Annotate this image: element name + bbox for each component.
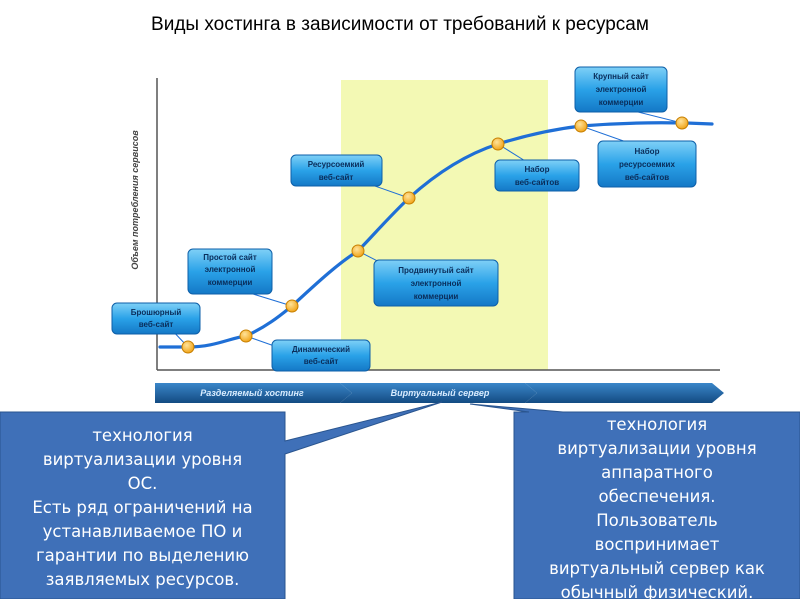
callout-line: обеспечения.	[598, 487, 716, 506]
callout-line: устанавливаемое ПО и	[42, 522, 243, 541]
svg-text:Динамический: Динамический	[292, 345, 350, 354]
callout-line: технология	[606, 415, 708, 434]
callout-line: виртуальный сервер как	[549, 559, 765, 578]
svg-text:веб-сайтов: веб-сайтов	[515, 178, 559, 187]
callout-line: Пользователь	[596, 511, 718, 530]
svg-text:веб-сайт: веб-сайт	[139, 320, 174, 329]
stage-arrow-dedicated	[525, 383, 724, 403]
svg-text:электронной: электронной	[596, 85, 647, 94]
label-simple-ecommerce: Простой сайт электронной коммерции	[187, 248, 273, 295]
svg-text:Продвинутый сайт: Продвинутый сайт	[398, 266, 474, 275]
svg-text:Ресурсоемкий: Ресурсоемкий	[308, 160, 365, 169]
callout-line: виртуализации уровня	[42, 450, 243, 469]
curve-point	[402, 191, 416, 205]
callout-line: заявляемых ресурсов.	[45, 570, 240, 589]
svg-text:веб-сайтов: веб-сайтов	[625, 173, 669, 182]
callout-line	[0, 400, 285, 424]
callout-line: обычный физический.	[560, 583, 754, 599]
label-website-set: Набор веб-сайтов	[494, 159, 580, 192]
label-resource-heavy-site: Ресурсоемкий веб-сайт	[290, 154, 383, 187]
svg-text:Простой сайт: Простой сайт	[203, 253, 257, 262]
callout-line: гарантии по выделению	[36, 546, 249, 565]
curve-point	[491, 137, 505, 151]
svg-text:веб-сайт: веб-сайт	[319, 173, 354, 182]
svg-text:электронной: электронной	[411, 279, 462, 288]
svg-text:веб-сайт: веб-сайт	[304, 357, 339, 366]
callout-line: воспринимает	[594, 535, 720, 554]
callout-line: виртуализации уровня	[557, 439, 757, 458]
stage-label-virtual: Виртуальный сервер	[391, 388, 490, 398]
callout-line: аппаратного	[601, 463, 713, 482]
curve-point	[181, 340, 195, 354]
curve-point	[675, 116, 689, 130]
stage-label-shared: Разделяемый хостинг	[200, 388, 304, 398]
callout-line: Есть ряд ограничений на	[32, 498, 253, 517]
curve-point	[351, 244, 365, 258]
svg-text:Брошюрный: Брошюрный	[131, 308, 182, 317]
label-dynamic-site: Динамический веб-сайт	[271, 339, 371, 372]
svg-text:коммерции: коммерции	[208, 278, 253, 287]
right-callout-shape	[469, 403, 800, 599]
curve-points	[181, 116, 689, 354]
curve-point	[239, 329, 253, 343]
label-heavy-website-set: Набор ресурсоемких веб-сайтов	[597, 140, 697, 188]
svg-text:Набор: Набор	[635, 147, 660, 156]
left-callout-text: технология виртуализации уровня ОС. Есть…	[0, 400, 285, 599]
label-brochure-site: Брошюрный веб-сайт	[111, 302, 201, 335]
svg-text:коммерции: коммерции	[414, 292, 459, 301]
right-callout-text: технология виртуализации уровня аппаратн…	[516, 389, 798, 599]
callout-line	[516, 389, 798, 413]
label-advanced-ecommerce: Продвинутый сайт электронной коммерции	[373, 259, 499, 307]
stage-arrows: Разделяемый хостинг Виртуальный сервер	[155, 383, 724, 403]
stage-arrow-shared	[155, 383, 352, 403]
svg-text:Набор: Набор	[525, 165, 550, 174]
y-axis-label: Объем потребления сервисов	[130, 130, 140, 270]
svg-text:электронной: электронной	[205, 265, 256, 274]
curve-point	[574, 119, 588, 133]
left-callout-shape	[0, 401, 443, 599]
curve-point	[285, 299, 299, 313]
label-large-ecommerce: Крупный сайт электронной коммерции	[574, 66, 668, 113]
virtual-server-band	[341, 80, 548, 370]
stage-arrow-virtual	[340, 383, 537, 403]
slide-title: Виды хостинга в зависимости от требовани…	[151, 14, 649, 35]
svg-text:Крупный сайт: Крупный сайт	[593, 72, 649, 81]
svg-text:коммерции: коммерции	[599, 98, 644, 107]
svg-text:ресурсоемких: ресурсоемких	[619, 160, 675, 169]
callout-line: технология	[92, 426, 193, 445]
callout-line: ОС.	[127, 474, 158, 493]
